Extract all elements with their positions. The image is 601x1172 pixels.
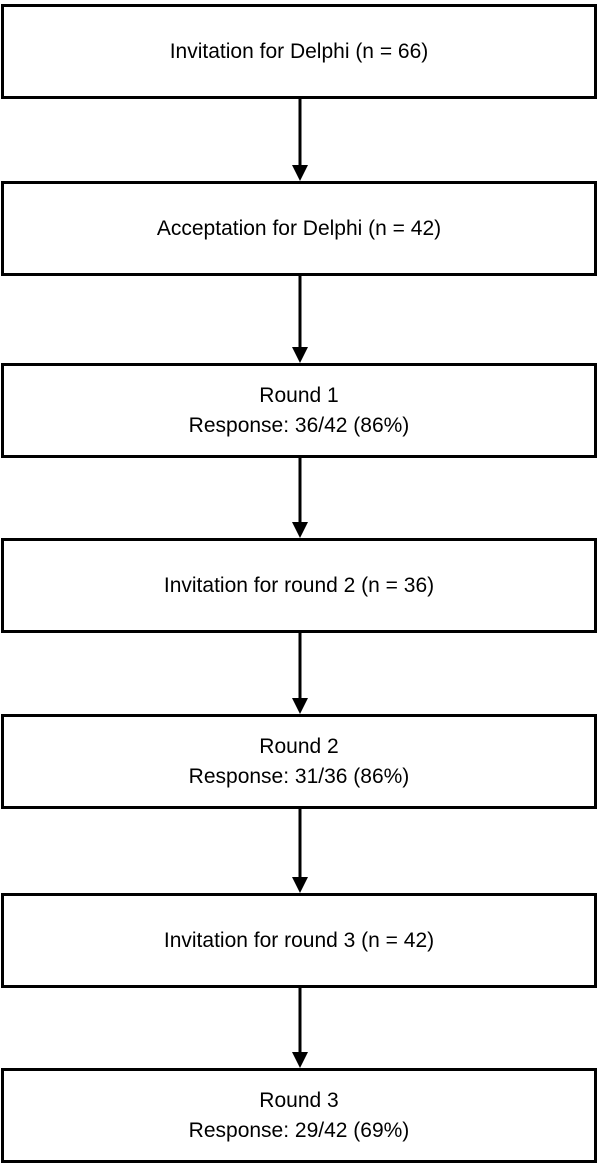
step-invitation-delphi-label: Invitation for Delphi (n = 66)	[169, 39, 429, 63]
step-round-1: Round 1 Response: 36/42 (86%)	[1, 363, 597, 458]
arrow-4	[292, 633, 308, 714]
step-invitation-round-3: Invitation for round 3 (n = 42)	[1, 893, 597, 988]
step-invitation-round-2-label: Invitation for round 2 (n = 36)	[163, 573, 435, 597]
step-acceptation-delphi-label: Acceptation for Delphi (n = 42)	[156, 216, 442, 240]
step-round-2-response: Response: 31/36 (86%)	[188, 764, 410, 788]
arrow-3	[292, 458, 308, 538]
step-round-1-title: Round 1	[259, 383, 339, 407]
step-round-3-title: Round 3	[259, 1088, 339, 1112]
step-acceptation-delphi: Acceptation for Delphi (n = 42)	[1, 181, 597, 276]
step-invitation-round-3-label: Invitation for round 3 (n = 42)	[163, 928, 435, 952]
step-invitation-round-2: Invitation for round 2 (n = 36)	[1, 538, 597, 633]
arrow-1	[292, 99, 308, 181]
arrow-6	[292, 988, 308, 1068]
step-round-3-response: Response: 29/42 (69%)	[188, 1118, 410, 1142]
arrow-5	[292, 809, 308, 893]
step-invitation-delphi: Invitation for Delphi (n = 66)	[1, 4, 597, 99]
step-round-2: Round 2 Response: 31/36 (86%)	[1, 714, 597, 809]
step-round-3: Round 3 Response: 29/42 (69%)	[1, 1068, 597, 1163]
step-round-2-title: Round 2	[259, 734, 339, 758]
step-round-1-response: Response: 36/42 (86%)	[188, 413, 410, 437]
arrow-2	[292, 276, 308, 363]
